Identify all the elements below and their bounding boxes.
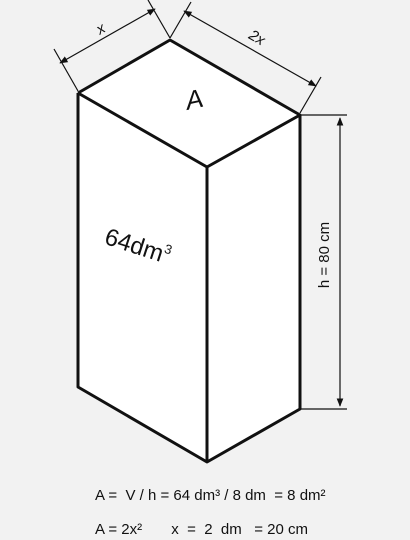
top-face — [78, 40, 300, 167]
height-label: h = 80 cm — [316, 222, 333, 288]
dimension-x — [53, 0, 171, 92]
dimension-2x — [169, 1, 322, 114]
front-left-face — [78, 93, 207, 462]
dimension-height — [300, 114, 347, 410]
dimension-x-label: x — [93, 20, 109, 39]
area-formula-line: A = V / h = 64 dm³ / 8 dm = 8 dm² — [95, 487, 326, 504]
dimension-2x-label: 2x — [245, 26, 269, 49]
front-right-face — [207, 115, 300, 462]
side-formula-line: A = 2x² x = 2 dm = 20 cm — [95, 521, 309, 538]
